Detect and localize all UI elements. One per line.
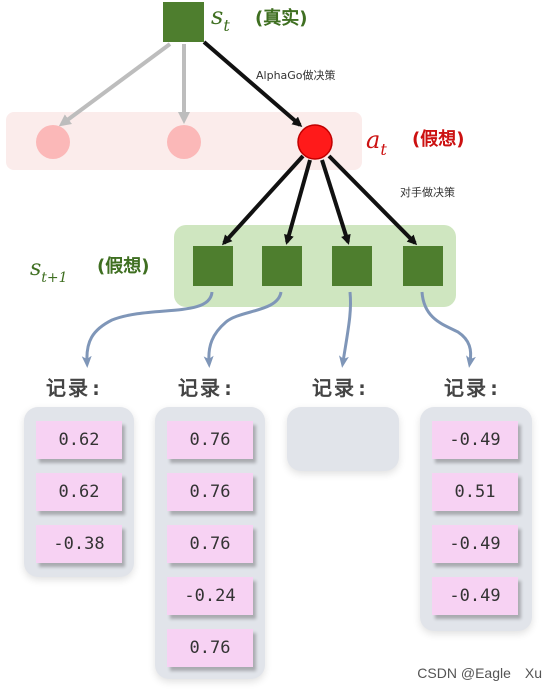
record-cell: 0.76: [167, 525, 253, 563]
record-column-3: [287, 407, 399, 471]
record-arrow-4: [420, 291, 476, 368]
record-title-1: 记录:: [46, 376, 105, 400]
record-title-2: 记录:: [178, 376, 237, 400]
record-cell: -0.49: [432, 577, 518, 615]
record-cell: 0.62: [36, 473, 122, 511]
record-arrow-1: [81, 291, 214, 368]
next-state-node-3: [332, 246, 372, 286]
record-cell: -0.38: [36, 525, 122, 563]
next-state-node-1: [193, 246, 233, 286]
arrow-action-to-state-4: [327, 154, 418, 246]
state-t-symbol: st: [211, 2, 230, 35]
record-cell: 0.76: [167, 473, 253, 511]
record-cell: -0.49: [432, 525, 518, 563]
state-t1-symbol: st+1: [30, 256, 68, 286]
opponent-decision-label: 对手做决策: [400, 185, 455, 199]
arrow-action-to-state-1: [221, 154, 305, 246]
state-t1-note: (假想): [97, 255, 149, 277]
state-t1-subscript: t+1: [41, 270, 67, 286]
next-state-node-2: [262, 246, 302, 286]
record-arrow-3: [338, 291, 352, 368]
record-column-1: 0.62 0.62 -0.38: [24, 407, 134, 577]
root-state-node: [163, 2, 204, 42]
next-state-node-4: [403, 246, 443, 286]
record-cell: 0.76: [167, 421, 253, 459]
arrow-root-to-faded-1: [58, 42, 172, 127]
next-state-band: [174, 225, 456, 307]
record-column-4: -0.49 0.51 -0.49 -0.49: [420, 407, 532, 631]
action-t-symbol: at: [366, 126, 387, 159]
arrow-action-to-state-3: [320, 159, 351, 245]
action-t-subscript: t: [380, 140, 387, 159]
record-cell: 0.51: [432, 473, 518, 511]
faded-action-node-1: [36, 125, 70, 159]
record-column-2: 0.76 0.76 0.76 -0.24 0.76: [155, 407, 265, 679]
watermark: CSDN @Eagle Xu: [417, 665, 542, 681]
record-cell: 0.62: [36, 421, 122, 459]
record-title-4: 记录:: [444, 376, 503, 400]
action-t-note: (假想): [412, 128, 464, 150]
arrow-root-to-action: [202, 40, 303, 127]
record-title-3: 记录:: [312, 376, 371, 400]
record-cell: 0.76: [167, 629, 253, 667]
record-arrow-2: [203, 291, 283, 368]
record-cell: -0.24: [167, 577, 253, 615]
arrow-action-to-state-2: [284, 159, 312, 245]
alphago-decision-label: AlphaGo做决策: [256, 68, 336, 82]
state-t-note: (真实): [255, 7, 307, 29]
record-cell: -0.49: [432, 421, 518, 459]
action-node: [297, 124, 333, 160]
faded-action-node-2: [167, 125, 201, 159]
state-t-subscript: t: [223, 16, 230, 35]
